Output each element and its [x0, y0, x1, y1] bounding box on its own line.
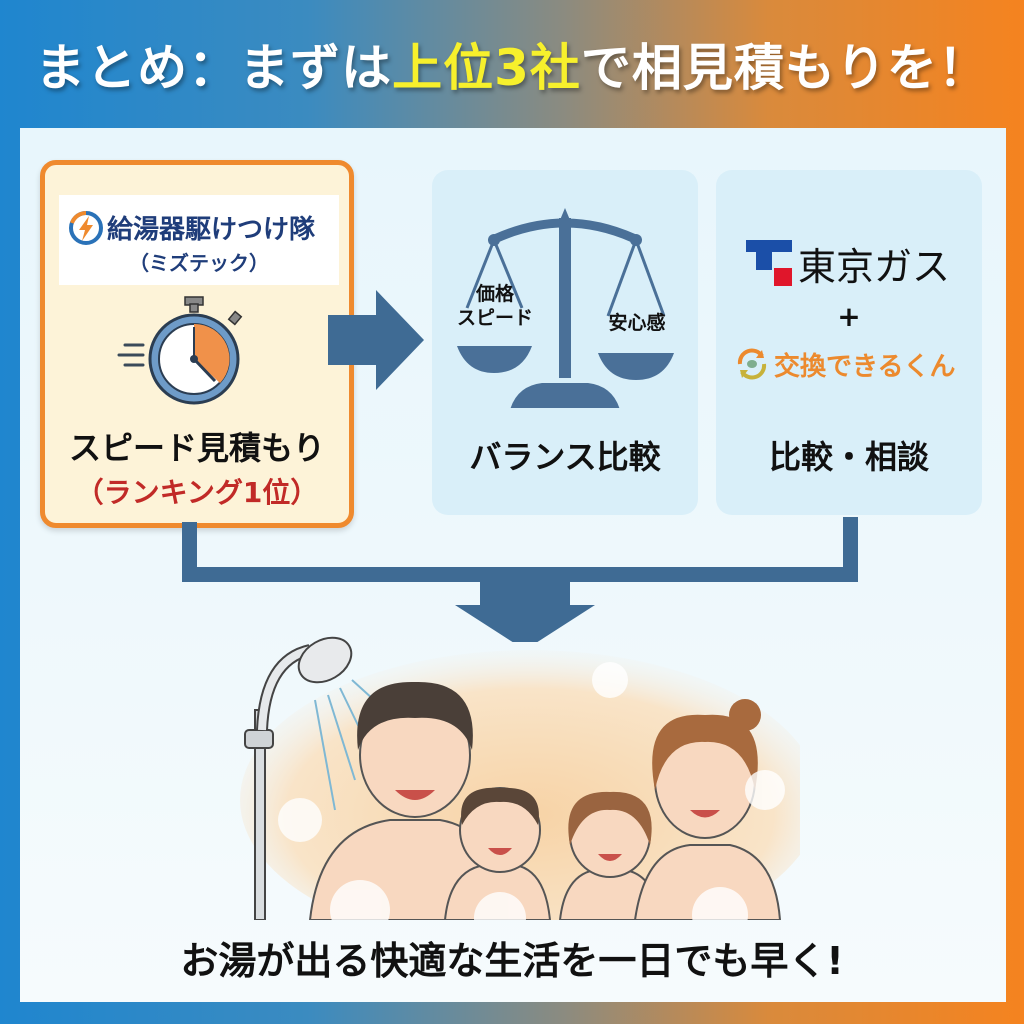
lightning-bolt-icon: [69, 211, 103, 245]
plus-connector: +: [837, 300, 861, 333]
title-suffix: で相見積もりを！: [580, 39, 989, 97]
card-mizutec: 給湯器駆けつけ隊 （ミズテック） スピード見積もり （ランキング1位）: [40, 160, 354, 528]
family-bath-illustration: [240, 636, 800, 920]
footer-message: お湯が出る快適な生活を一日でも早く!: [180, 939, 844, 983]
balance-scale-icon: [457, 208, 674, 408]
brand-sub: （ミズテック）: [129, 251, 269, 275]
card-label: 比較・相談: [768, 438, 929, 476]
arrow-down-icon: [182, 517, 858, 642]
title-highlight: 上位3社: [392, 39, 581, 97]
scale-left-line1: 価格: [475, 283, 514, 305]
recycle-arrows-icon: [737, 348, 767, 380]
card-tokyogas: 東京ガス + 交換できるくん 比較・相談: [716, 170, 982, 515]
brand-name: 給湯器駆けつけ隊: [107, 215, 316, 245]
brand-box: 給湯器駆けつけ隊 （ミズテック）: [59, 195, 339, 285]
tokyo-gas-logo-icon: [746, 240, 792, 286]
brand2-name: 交換できるくん: [774, 352, 956, 382]
card-label: スピード見積もり: [68, 429, 325, 467]
scale-left-label: 価格 スピード: [450, 282, 540, 330]
brand1-name: 東京ガス: [798, 245, 951, 289]
card-label: バランス比較: [469, 438, 661, 476]
arrow-right-icon: [328, 290, 424, 390]
card-balance: 価格 スピード 安心感 バランス比較: [432, 170, 698, 515]
page-title: まとめ：まずは上位3社で相見積もりを！: [0, 28, 1024, 108]
ranking-label: （ランキング1位）: [75, 476, 319, 509]
stopwatch-icon: [117, 296, 243, 405]
scale-left-line2: スピード: [456, 307, 533, 329]
scale-right-label: 安心感: [608, 312, 666, 334]
title-prefix: まとめ：まずは: [35, 39, 393, 97]
